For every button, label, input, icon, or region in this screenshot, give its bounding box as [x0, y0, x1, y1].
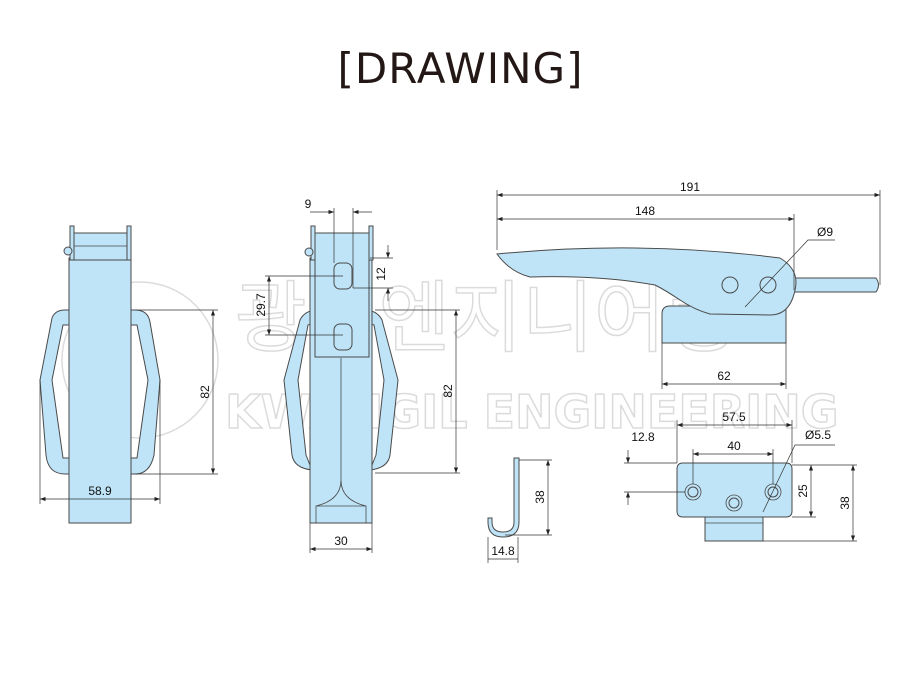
side-top-dim: 9 — [305, 197, 312, 211]
front-width-dim: 58.9 — [88, 484, 112, 498]
front-height-dim: 82 — [198, 385, 212, 399]
hook-view: 38 14.8 — [487, 457, 552, 563]
lever-pivot-dim: 148 — [635, 204, 655, 218]
side-bail-right — [363, 309, 399, 471]
lever-pin-dia-dim: Ø9 — [817, 225, 833, 239]
side-slot-dim: 12 — [374, 267, 388, 281]
lever-view: 191 148 Ø9 62 — [496, 180, 881, 389]
side-view: 9 12 29.7 82 30 — [254, 197, 460, 553]
plate-hole-dia-dim: Ø5.5 — [805, 428, 831, 442]
hook — [487, 457, 520, 538]
plate-height-dim: 25 — [796, 484, 810, 498]
front-roller — [73, 232, 128, 261]
side-height-dim: 82 — [441, 384, 455, 398]
lever-overall-dim: 191 — [680, 180, 700, 194]
side-bail-left — [283, 309, 319, 471]
hook-width-dim: 14.8 — [491, 544, 515, 558]
lever-base-dim: 62 — [717, 369, 731, 383]
plate-total-height-dim: 38 — [838, 496, 852, 510]
plate-hole-pitch-dim: 40 — [727, 439, 741, 453]
plate-hole-left — [687, 486, 699, 498]
plate-view: 57.5 40 12.8 Ø5.5 25 38 — [624, 410, 857, 542]
plate-hole-right — [767, 486, 779, 498]
plate — [676, 462, 793, 518]
lever-pivot — [759, 276, 777, 294]
plate-hole-center — [728, 497, 740, 509]
lever-handle — [496, 247, 797, 316]
lever-pin-rod — [789, 277, 879, 293]
side-pitch-dim: 29.7 — [254, 293, 268, 317]
plate-hole-offset-dim: 12.8 — [631, 430, 655, 444]
front-view: 58.9 82 — [39, 225, 218, 524]
side-slot-lower — [333, 323, 353, 351]
page-title: [DRAWING] — [337, 44, 584, 93]
hook-height-dim: 38 — [533, 490, 547, 504]
front-bail — [39, 309, 161, 475]
lever-hole — [721, 276, 739, 294]
plate-width-dim: 57.5 — [722, 410, 746, 424]
side-width-dim: 30 — [334, 534, 348, 548]
